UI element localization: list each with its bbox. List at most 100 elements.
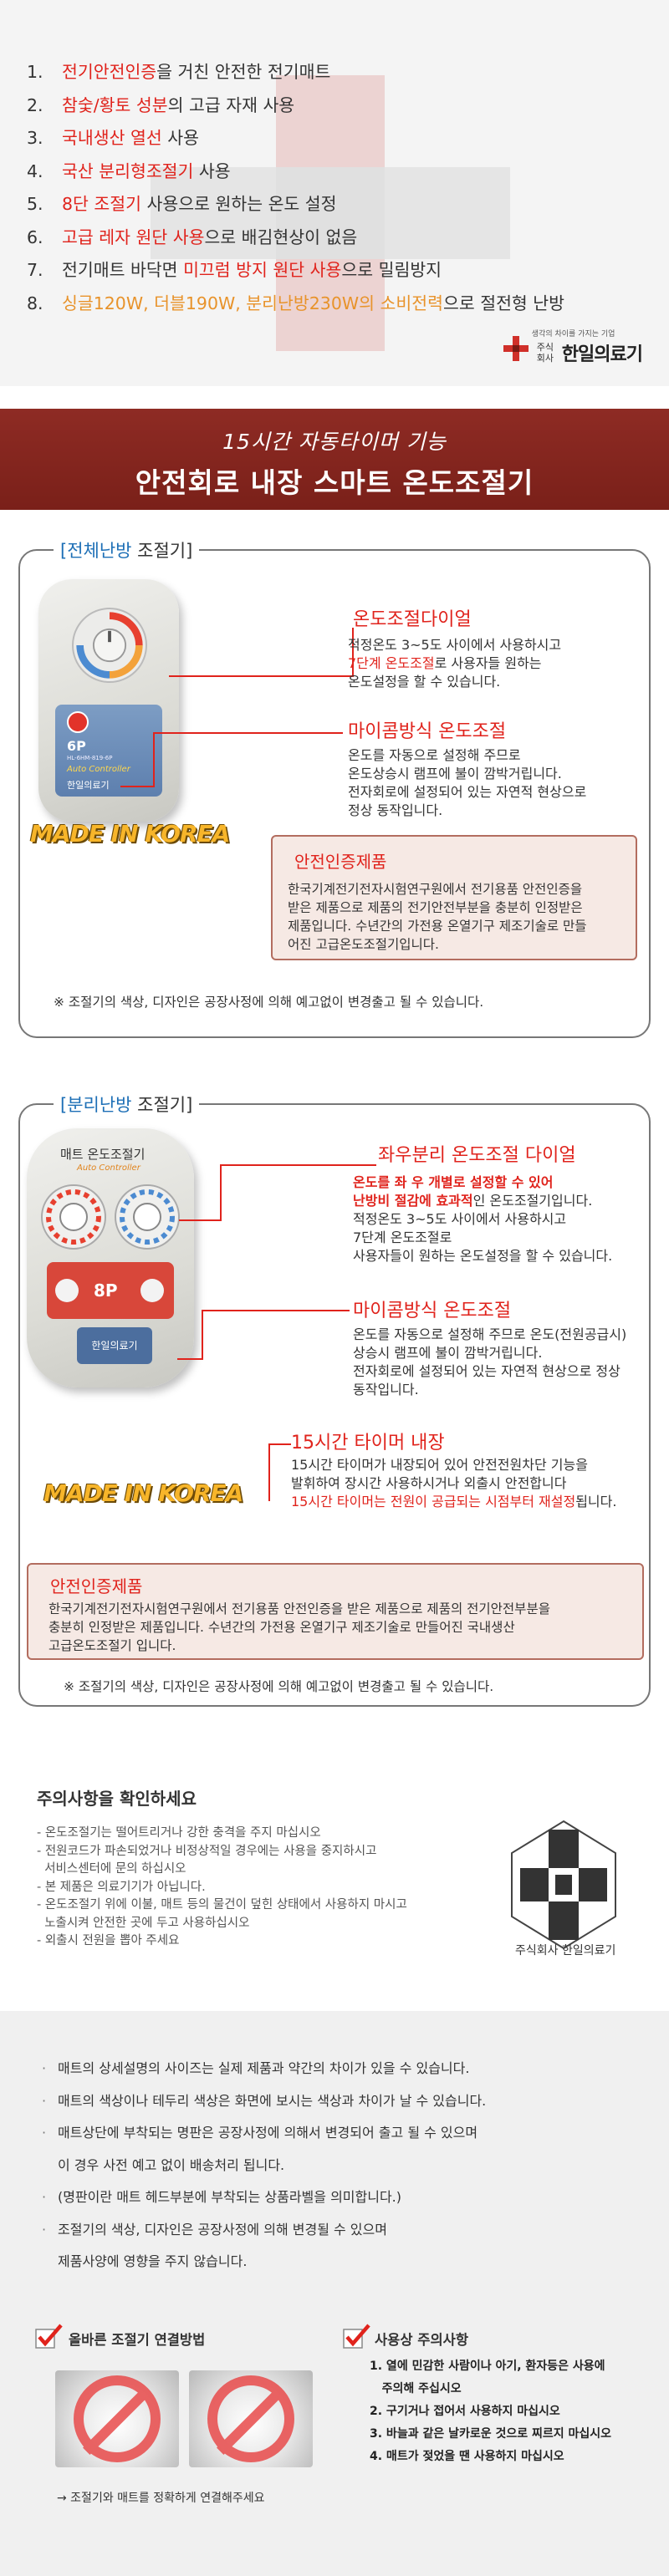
device-title: 매트 온도조절기 <box>60 1147 146 1162</box>
description-line: 난방비 절감에 효과적인 온도조절기입니다. <box>353 1192 612 1210</box>
feature-item: 1.전기안전인증을 거친 안전한 전기매트 <box>27 59 564 92</box>
feature-text: 전기매트 바닥면 <box>62 260 184 280</box>
feature-text: 고급 레자 원단 사용 <box>62 227 205 247</box>
description-segment: 난방비 절감에 효과적 <box>353 1193 473 1209</box>
left-power-button-icon <box>55 1279 79 1302</box>
bullet-icon: · <box>42 2092 47 2109</box>
feature-text: 국산 분리형조절기 <box>62 160 194 181</box>
disclaimer-text: 제품사양에 영향을 주지 않습니다. <box>58 2253 248 2269</box>
description-line: 온도상승시 램프에 불이 깜박거립니다. <box>348 766 562 781</box>
description-line: 온도를 좌 우 개별로 설정할 수 있어 <box>353 1173 612 1192</box>
description-line: 적정온도 3~5도 사이에서 사용하시고 <box>348 636 561 654</box>
timer-pointer-line <box>268 1443 291 1501</box>
caution-title: 주의사항을 확인하세요 <box>37 1789 197 1809</box>
feature-number: 1. <box>27 62 43 82</box>
device-model: 6P <box>67 738 86 754</box>
disclaimer-section: ·매트의 상세설명의 사이즈는 실제 제품과 약간의 차이가 있을 수 있습니다… <box>0 2011 669 2576</box>
feature-text: 참숯/황토 성분 <box>62 94 168 115</box>
box-title-rest: 조절기] <box>131 1095 193 1115</box>
description-segment: 온도를 좌 우 개별로 설정할 수 있어 <box>353 1174 554 1190</box>
split-micom-description: 온도를 자동으로 설정해 주므로 온도(전원공급시)상승시 램프에 불이 깜박거… <box>353 1326 626 1399</box>
logo-corp: 주식회사 <box>536 342 554 364</box>
caution-item: 노출시켜 안전한 곳에 두고 사용하십시오 <box>37 1916 250 1930</box>
feature-text: 8단 조절기 <box>62 194 141 214</box>
full-heating-controller-box: [전체난방 조절기] 6P HL-6HM-819-6P Auto Control… <box>18 537 651 1038</box>
description-segment: 15시간 타이머가 내장되어 있어 안전전원차단 기능을 <box>291 1457 588 1473</box>
split-heating-controller-box: [분리난방 조절기] 매트 온도조절기 Auto Controller 8P 한… <box>18 1092 651 1707</box>
feature-text: 사용 <box>161 128 199 148</box>
box-title-highlight: [전체난방 <box>60 541 132 561</box>
right-power-button-icon <box>140 1279 164 1302</box>
wrong-connection-photo-2 <box>189 2370 313 2467</box>
description-line: 온도를 자동으로 설정해 주므로 온도(전원공급시) <box>353 1326 627 1342</box>
caution-item: - 온도조절기는 떨어트리거나 강한 충격을 주지 마십시오 <box>37 1826 321 1840</box>
dial-plate <box>72 608 147 683</box>
power-button-icon <box>67 711 89 733</box>
disclaimer-item: ·(명판이란 매트 헤드부분에 부착되는 상품라벨을 의미합니다.) <box>42 2181 486 2214</box>
description-line: 온도를 자동으로 설정해 주므로 <box>348 747 521 763</box>
controller-device-image: 6P HL-6HM-819-6P Auto Controller 한일의료기 <box>38 579 179 822</box>
description-line: 어진 고급온도조절기입니다. <box>288 937 439 952</box>
warn-item: 2. 구기거나 접어서 사용하지 마십시오 <box>370 2405 560 2418</box>
description-segment: 7단계 온도조절로 <box>353 1229 452 1245</box>
description-line: 정상 동작입니다. <box>348 802 443 818</box>
caution-item: - 온도조절기 위에 이불, 매트 등의 물건이 덮힌 상태에서 사용하지 마시… <box>37 1898 407 1912</box>
checkbox-checked-icon <box>35 2324 63 2349</box>
warn-title: 사용상 주의사항 <box>375 2332 469 2348</box>
description-segment: 7단계 온도조절 <box>348 655 435 671</box>
device-panel: 6P HL-6HM-819-6P Auto Controller 한일의료기 <box>55 705 162 797</box>
disclaimer-text: 매트상단에 부착되는 명판은 공장사정에 의해서 변경되어 출고 될 수 있으며 <box>58 2125 478 2141</box>
description-segment: 됩니다. <box>575 1494 617 1509</box>
feature-number: 6. <box>27 227 43 247</box>
warn-item: 4. 매트가 젖었을 땐 사용하지 마십시오 <box>370 2450 564 2463</box>
split-dial-heading-text: 좌우분리 온도조절 다이얼 <box>378 1145 576 1166</box>
connect-title: 올바른 조절기 연결방법 <box>69 2332 206 2348</box>
caution-list: - 온도조절기는 떨어트리거나 강한 충격을 주지 마십시오- 전원코드가 파손… <box>37 1825 407 1951</box>
description-line: 적정온도 3~5도 사이에서 사용하시고 <box>353 1210 612 1229</box>
cert-title: 안전인증제품 <box>289 848 392 873</box>
checkbox-checked-icon <box>343 2324 370 2349</box>
cert-description: 한국기계전기전자시험연구원에서 전기용품 안전인증을 받은 제품으로 제품의 전… <box>49 1600 550 1655</box>
split-micom-heading: 마이콤방식 온도조절 <box>353 1296 511 1322</box>
description-line: 사용자들이 원하는 온도설정을 할 수 있습니다. <box>353 1247 612 1265</box>
description-segment: 발휘하여 장시간 사용하시거나 외출시 안전합니다 <box>291 1475 567 1491</box>
prohibited-icon <box>207 2375 294 2462</box>
split-micom-heading-text: 마이콤방식 온도조절 <box>353 1301 512 1321</box>
description-line: 고급온도조절기 입니다. <box>49 1638 176 1653</box>
micom-heading-text: 마이콤방식 온도조절 <box>348 721 507 742</box>
description-segment: 로 사용자들 원하는 <box>434 655 542 671</box>
dial-pointer-line <box>169 628 354 677</box>
feature-number: 5. <box>27 194 43 214</box>
feature-text: 사용으로 원하는 온도 설정 <box>141 194 337 214</box>
description-line: 15시간 타이머가 내장되어 있어 안전전원차단 기능을 <box>291 1456 616 1474</box>
device-panel: 8P <box>47 1262 174 1319</box>
description-line: 한국기계전기전자시험연구원에서 전기용품 안전인증을 <box>288 882 583 897</box>
bullet-icon: · <box>42 2189 47 2205</box>
color-change-note: ※ 조절기의 색상, 디자인은 공장사정에 의해 예고없이 변경출고 될 수 있… <box>54 995 484 1010</box>
description-segment: 적정온도 3~5도 사이에서 사용하시고 <box>348 637 562 653</box>
feature-number: 4. <box>27 160 43 181</box>
dial-heading: 온도조절다이얼 <box>353 604 472 631</box>
large-logo-text: 주식회사 한일의료기 <box>515 1944 616 1957</box>
device-label: Auto Controller <box>67 765 130 774</box>
certification-box: 안전인증제품 한국기계전기전자시험연구원에서 전기용품 안전인증을 받은 제품으… <box>27 1563 644 1660</box>
disclaimer-item: ·조절기의 색상, 디자인은 공장사정에 의해 변경될 수 있으며 <box>42 2214 486 2247</box>
feature-item: 7.전기매트 바닥면 미끄럼 방지 원단 사용으로 밀림방지 <box>27 257 564 290</box>
timer-banner: 15시간 자동타이머 기능 안전회로 내장 스마트 온도조절기 <box>0 409 669 510</box>
description-line: 받은 제품으로 제품의 전기안전부분을 충분히 인정받은 <box>288 900 583 915</box>
device-sub: HL-6HM-819-6P <box>67 755 113 761</box>
hanil-cross-icon <box>503 335 529 361</box>
feature-number: 7. <box>27 260 43 280</box>
disclaimer-text: 매트의 색상이나 테두리 색상은 화면에 보시는 색상과 차이가 날 수 있습니… <box>58 2092 487 2109</box>
description-line: 발휘하여 장시간 사용하시거나 외출시 안전합니다 <box>291 1474 616 1493</box>
feature-item: 2.참숯/황토 성분의 고급 자재 사용 <box>27 92 564 125</box>
bullet-icon: · <box>42 2125 47 2141</box>
feature-text: 싱글120W, 더블190W, 분리난방230W의 소비전력 <box>62 293 443 313</box>
device-brand: 한일의료기 <box>77 1327 152 1364</box>
dial-icon <box>76 612 143 679</box>
description-line: 제품입니다. 수년간의 가전용 온열기구 제조기술로 만들 <box>288 919 587 934</box>
